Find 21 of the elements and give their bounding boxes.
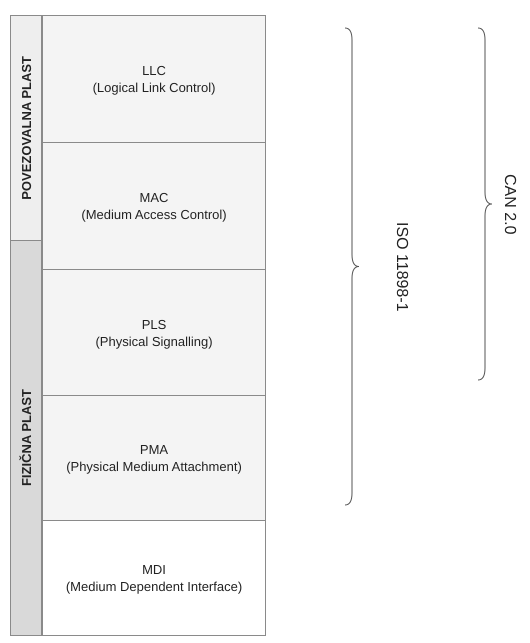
layer-name: (Medium Access Control) [81,206,227,223]
layer-abbreviation: PLS [142,316,166,332]
layer-abbreviation: LLC [142,62,166,79]
layer-box [42,520,266,636]
layer-abbreviation: MAC [140,189,168,206]
layer-abbreviation: PMA [140,441,168,458]
layer-box [42,142,266,270]
layer-box [42,269,266,396]
layer-name: (Physical Signalling) [95,332,213,350]
layer-band [10,15,42,241]
bracket-label: CAN 2.0 [500,174,518,234]
band-title: FIZIČNA PLAST [18,389,34,486]
bracket-label: ISO 11898-1 [392,222,410,312]
layer-name: (Medium Dependent Interface) [66,578,242,595]
layer-box [42,395,266,521]
layer-band [10,240,42,636]
layer-box [42,15,266,143]
layer-name: (Physical Medium Attachment) [66,458,242,475]
layer-name: (Logical Link Control) [92,79,216,96]
band-title: POVEZOVALNA PLAST [18,56,34,200]
layer-abbreviation: MDI [142,561,166,578]
